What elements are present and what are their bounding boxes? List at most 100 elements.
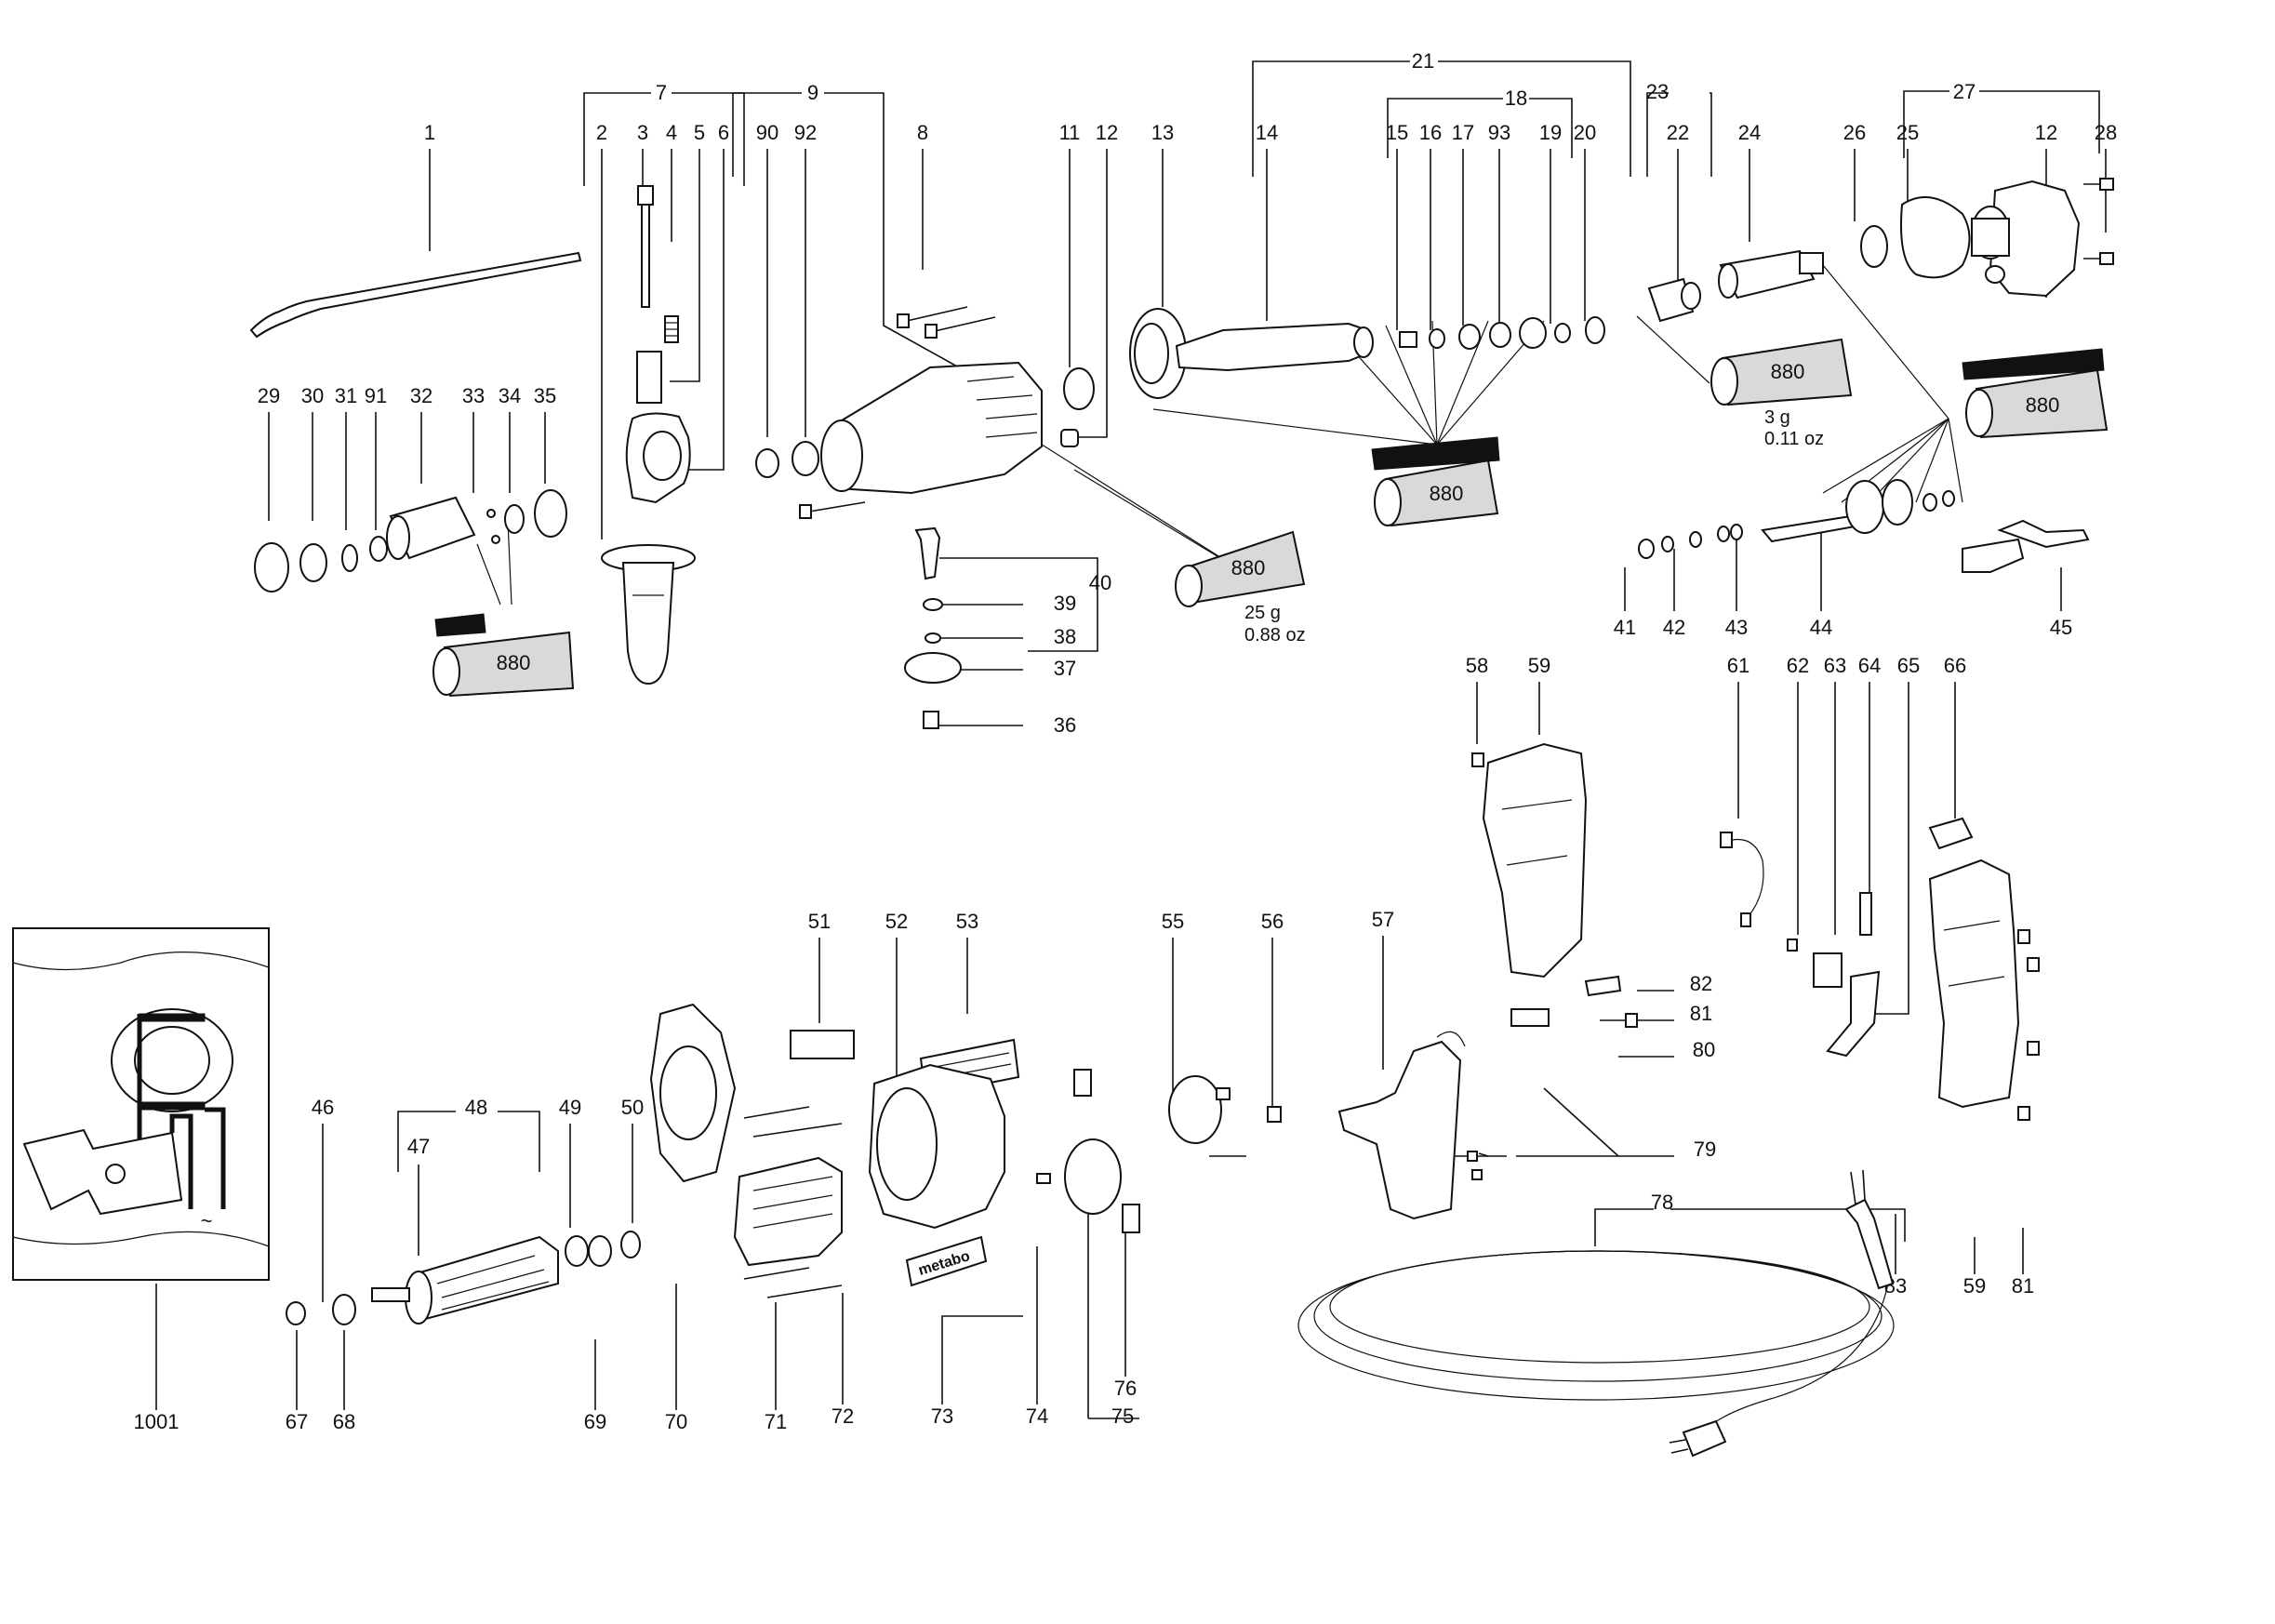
circlip-part	[1860, 225, 1888, 268]
ring-part	[1681, 282, 1701, 310]
block-part	[1813, 952, 1843, 988]
part-number: 67	[286, 1410, 308, 1433]
part-number: 65	[1897, 654, 1920, 677]
part-number: 53	[956, 910, 978, 933]
part-number: 37	[1054, 657, 1076, 680]
part-number: 12	[1096, 121, 1118, 144]
part-number: 44	[1810, 616, 1832, 639]
bearing-part	[588, 1235, 612, 1267]
part-number: 91	[365, 384, 387, 407]
screw-part	[1399, 331, 1417, 348]
part-number: 81	[2012, 1274, 2034, 1298]
pin-part	[914, 526, 941, 580]
grease-tube: 880	[1962, 348, 2109, 439]
part-number: 48	[465, 1096, 487, 1119]
part-number: 33	[462, 384, 485, 407]
screw-part	[1625, 1013, 1638, 1028]
part-number: 39	[1054, 592, 1076, 615]
part-number: 45	[2050, 616, 2072, 639]
ring-part	[1717, 526, 1730, 542]
washer-part	[923, 598, 943, 611]
ring-part	[1519, 317, 1547, 349]
part-number: 16	[1419, 121, 1442, 144]
lever-part	[1826, 970, 1881, 1058]
ring-part	[620, 1231, 641, 1258]
pin-part	[1036, 1173, 1051, 1184]
screw-part	[1267, 1106, 1282, 1123]
part-number: 22	[1667, 121, 1689, 144]
part-number: 70	[665, 1410, 687, 1433]
part-number: 90	[756, 121, 778, 144]
cable-part	[1724, 838, 1764, 917]
part-number: 92	[794, 121, 817, 144]
part-number: 42	[1663, 616, 1685, 639]
ring-part	[1458, 324, 1481, 350]
part-number: 63	[1824, 654, 1846, 677]
carbon-brush-part	[1122, 1204, 1140, 1233]
tube-label: 880	[1771, 360, 1805, 383]
bolt-part	[637, 185, 654, 206]
part-number: 3	[637, 121, 648, 144]
part-number-labels: 1 2 3 4 5 6 7 8 9 90 92 11 12 13 14 15 1…	[134, 49, 2118, 1433]
part-number: 13	[1151, 121, 1174, 144]
part-number: 29	[258, 384, 280, 407]
ring-part	[534, 489, 567, 538]
part-number: 23	[1646, 80, 1669, 103]
part-number: 76	[1114, 1377, 1137, 1400]
nut-part	[1787, 938, 1798, 952]
bearing-part	[332, 1294, 356, 1325]
part-number: 15	[1386, 121, 1408, 144]
screw-part	[1216, 1087, 1231, 1100]
part-number: 71	[765, 1410, 787, 1433]
part-number: 59	[1963, 1274, 1986, 1298]
part-number: 74	[1026, 1404, 1048, 1428]
part-number: 1	[424, 121, 435, 144]
ring-part	[1429, 328, 1445, 349]
part-number: 7	[656, 81, 667, 104]
part-number: 18	[1505, 87, 1527, 110]
part-number: 50	[621, 1096, 644, 1119]
part-number: 81	[1690, 1002, 1712, 1025]
tube-label: 880	[497, 651, 531, 674]
grease-tubes: 880 880 25 g 0.88 oz 880 880 3 g 0.11 oz	[432, 338, 2109, 698]
grease-mass-label: 25 g	[1244, 603, 1281, 623]
ring-part	[1554, 323, 1571, 343]
part-number: 24	[1738, 121, 1761, 144]
part-number: 78	[1651, 1191, 1673, 1214]
part-number: 66	[1944, 654, 1966, 677]
ring-part	[369, 536, 388, 562]
wiring-diagram-inset: ~	[12, 927, 270, 1281]
part-number: 25	[1896, 121, 1919, 144]
screw-part	[923, 711, 939, 729]
screw-part	[2099, 178, 2114, 191]
lever-part	[1962, 538, 2025, 573]
ring-part	[286, 1301, 306, 1325]
ring-part	[1689, 531, 1702, 548]
rod-part	[249, 251, 582, 339]
spring-part	[1859, 892, 1872, 936]
grease-tube: 880 25 g 0.88 oz	[1175, 530, 1306, 646]
grease-mass-label: 3 g	[1764, 407, 1790, 428]
part-number: 36	[1054, 713, 1076, 737]
part-number: 82	[1690, 972, 1712, 995]
part-number: 26	[1843, 121, 1866, 144]
part-number: 6	[718, 121, 729, 144]
svg-text:~: ~	[201, 1209, 213, 1232]
carbon-brush-part	[1073, 1069, 1092, 1097]
ball-part	[491, 535, 500, 544]
part-number: 14	[1256, 121, 1278, 144]
screw-part	[2017, 1106, 2030, 1121]
part-number: 69	[584, 1410, 606, 1433]
ring-part	[755, 448, 779, 478]
ring-part	[1661, 536, 1674, 552]
sleeve-part	[636, 351, 662, 404]
part-number: 72	[832, 1404, 854, 1428]
ring-part	[792, 441, 819, 476]
ring-part	[1942, 490, 1955, 507]
part-number: 28	[2095, 121, 2117, 144]
washer-part	[925, 632, 941, 644]
cable-sleeve-part	[1844, 1198, 1895, 1290]
part-number: 55	[1162, 910, 1184, 933]
cap-part	[1928, 817, 1974, 850]
screw-part	[1471, 1169, 1483, 1180]
